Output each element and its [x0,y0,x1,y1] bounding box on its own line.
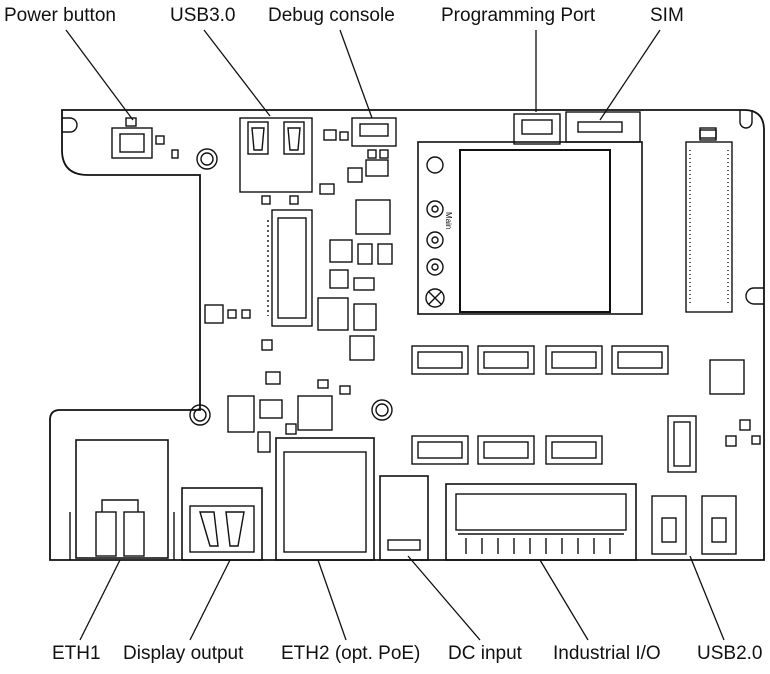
label-power-button: Power button [4,5,116,26]
label-debug-console: Debug console [268,5,395,26]
debug-console-connector [351,117,397,177]
label-industrial-io: Industrial I/O [553,643,661,664]
label-dc-input: DC input [448,643,522,664]
mounting-holes [189,148,393,426]
label-programming-port: Programming Port [441,5,596,26]
label-eth1: ETH1 [52,643,101,664]
board-outline [49,109,765,561]
power-button-component [111,117,179,159]
board-notch-top-right [739,110,753,129]
usb20-connectors [651,495,737,555]
label-usb30: USB3.0 [170,5,236,26]
card-slot-right [685,127,733,313]
smd-components-right [699,129,761,447]
industrial-io-connector [445,483,637,561]
leader-lines [65,29,725,641]
label-usb20: USB2.0 [697,643,763,664]
board-notch-left [62,117,78,133]
b2b-connectors-row1 [411,345,669,375]
eth1-connector [69,439,175,560]
eth2-connector [275,437,375,561]
wireless-module: Main [417,141,643,315]
display-output-connector [181,487,263,561]
b2b-connectors-row2 [411,415,697,473]
programming-port-connector [513,113,561,145]
board-notch-right [745,287,764,305]
dc-input-connector [379,475,429,561]
label-sim: SIM [650,5,684,26]
usb30-connector [239,117,313,205]
sim-holder [565,111,641,143]
ffc-connector [267,209,313,327]
label-eth2: ETH2 (opt. PoE) [281,643,421,664]
label-display-output: Display output [123,643,244,664]
smd-components-left [204,129,393,453]
svg-text:Main: Main [444,212,453,229]
